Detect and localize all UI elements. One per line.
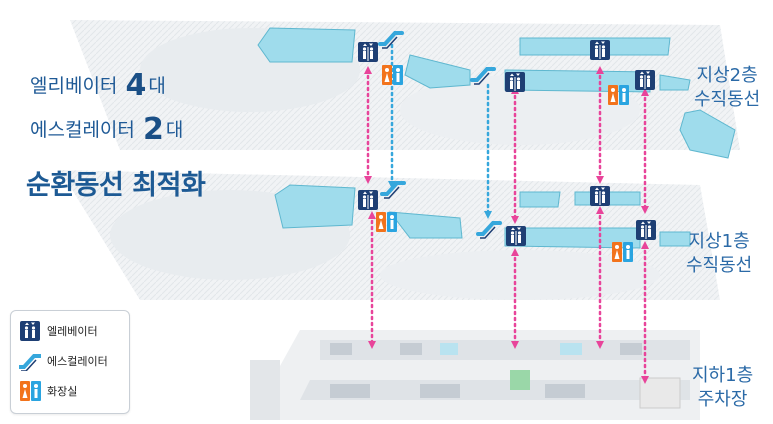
elevator-icon xyxy=(634,69,656,91)
elevator-arrowheads xyxy=(364,66,649,384)
floor-label-middle: 지상1층 수직동선 xyxy=(686,230,752,278)
escalator-count-prefix: 에스컬레이터 xyxy=(30,119,135,141)
legend-label-elevator: 엘레베이터 xyxy=(47,325,98,338)
elevator-count-suffix: 대 xyxy=(148,75,166,97)
floor-label-lower: 지하1층 주차장 xyxy=(692,364,753,412)
legend: 엘레베이터 에스컬레이터 화장실 xyxy=(10,310,130,414)
elevator-count-number: 4 xyxy=(125,68,147,103)
legend-label-escalator: 에스컬레이터 xyxy=(47,355,108,368)
escalator-count-number: 2 xyxy=(142,112,164,147)
floor-label-lower-line2: 주차장 xyxy=(697,389,748,410)
legend-item-escalator: 에스컬레이터 xyxy=(19,351,108,371)
elevator-icon xyxy=(589,39,611,61)
restroom-icon xyxy=(19,381,41,401)
escalator-arrowheads xyxy=(388,181,492,219)
floor-label-upper-line2: 수직동선 xyxy=(694,89,761,110)
elevator-icon xyxy=(505,225,527,247)
legend-item-elevator: 엘레베이터 xyxy=(19,321,98,341)
headline: 순환동선 최적화 xyxy=(26,170,206,201)
elevator-icon xyxy=(357,41,379,63)
floor-label-lower-line1: 지하1층 xyxy=(692,365,754,386)
elevator-icon xyxy=(635,219,657,241)
upper-floor-buildings xyxy=(257,27,736,159)
legend-label-restroom: 화장실 xyxy=(47,385,78,398)
escalator-count-suffix: 대 xyxy=(165,119,184,141)
elevator-icon xyxy=(357,189,379,211)
floor-label-middle-line1: 지상1층 xyxy=(688,231,750,252)
elevator-icon xyxy=(589,185,611,207)
floor-label-middle-line2: 수직동선 xyxy=(686,255,753,276)
floor-label-upper: 지상2층 수직동선 xyxy=(694,64,760,112)
escalator-icon xyxy=(19,351,41,371)
elevator-icon xyxy=(504,71,526,93)
floor-label-upper-line1: 지상2층 xyxy=(696,65,758,86)
middle-floor-buildings xyxy=(274,184,691,249)
elevator-icon xyxy=(19,321,41,341)
legend-item-restroom: 화장실 xyxy=(19,381,77,401)
elevator-connectors xyxy=(366,68,647,382)
elevator-count-prefix: 엘리베이터 xyxy=(30,75,118,97)
floor-plate-parking xyxy=(250,330,700,420)
